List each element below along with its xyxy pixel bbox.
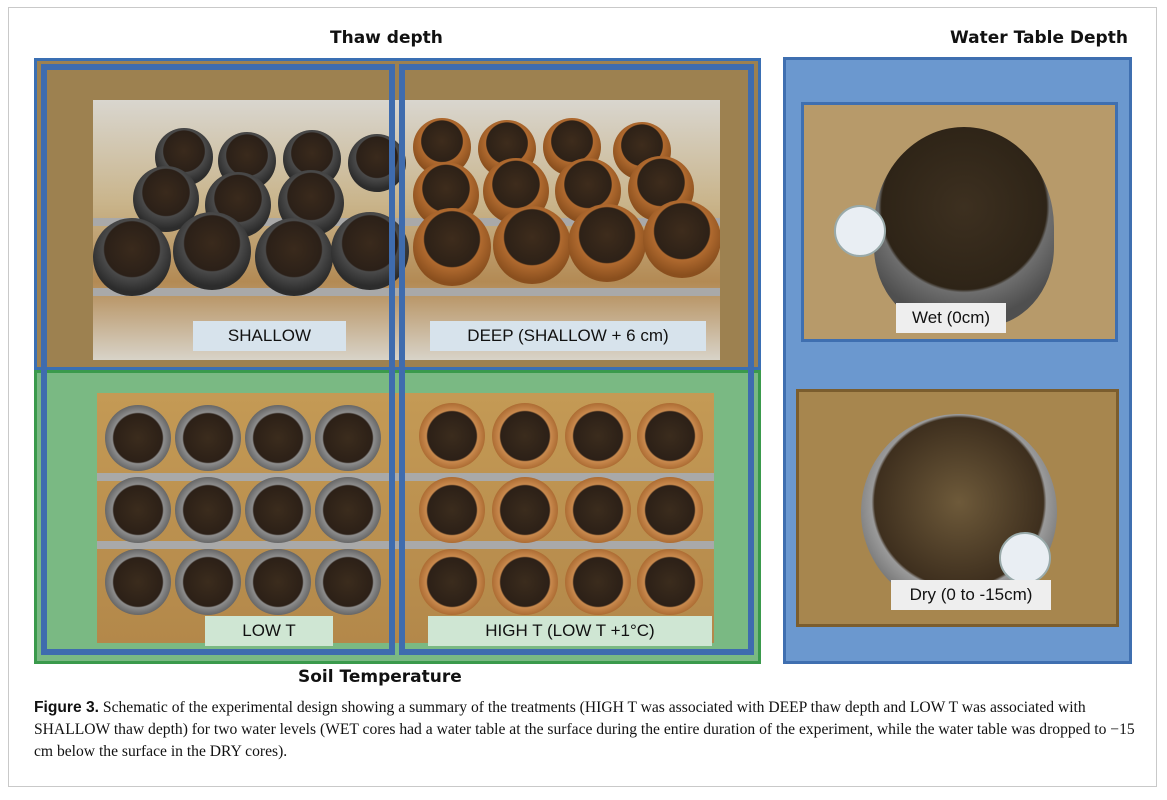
shallow-low-t-column-outline bbox=[41, 64, 395, 655]
high-t-label: HIGH T (LOW T +1°C) bbox=[428, 616, 712, 646]
dry-core-photo: Dry (0 to -15cm) bbox=[796, 389, 1119, 627]
dry-label: Dry (0 to -15cm) bbox=[891, 580, 1051, 610]
figure-caption-text: Schematic of the experimental design sho… bbox=[34, 699, 1135, 760]
soil-temperature-header: Soil Temperature bbox=[298, 667, 462, 687]
low-t-label: LOW T bbox=[205, 616, 333, 646]
wet-core bbox=[874, 127, 1054, 327]
water-table-depth-header: Water Table Depth bbox=[950, 28, 1128, 48]
figure-caption: Figure 3. Schematic of the experimental … bbox=[34, 697, 1144, 763]
deep-high-t-column-outline bbox=[399, 64, 754, 655]
figure-caption-label: Figure 3. bbox=[34, 699, 99, 716]
pipe bbox=[834, 205, 886, 257]
thaw-depth-header: Thaw depth bbox=[330, 28, 443, 48]
shallow-label: SHALLOW bbox=[193, 321, 346, 351]
wet-label: Wet (0cm) bbox=[896, 303, 1006, 333]
wet-core-photo: Wet (0cm) bbox=[801, 102, 1118, 342]
deep-label: DEEP (SHALLOW + 6 cm) bbox=[430, 321, 706, 351]
pipe bbox=[999, 532, 1051, 584]
